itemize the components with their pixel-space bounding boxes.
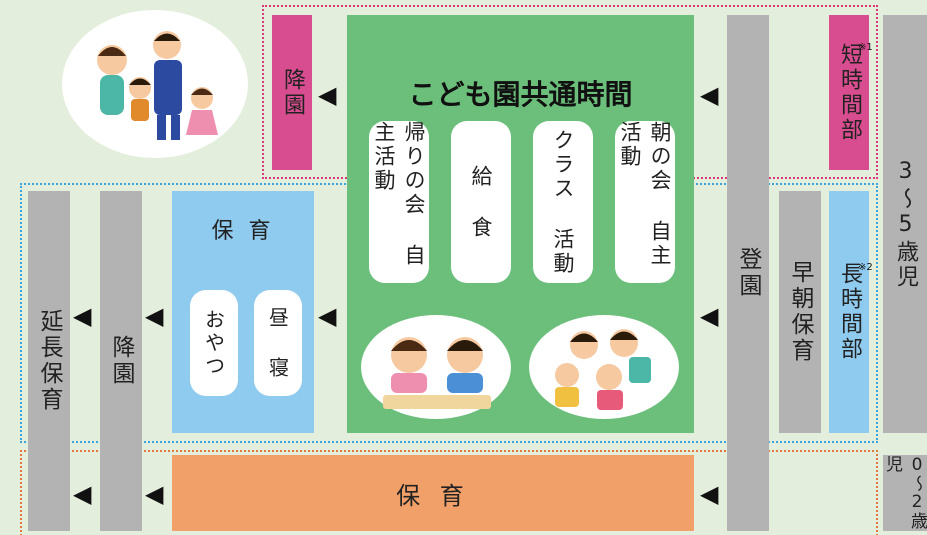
toen-bar: 登園 [727, 15, 769, 531]
nap-pill: 昼 寝 [254, 290, 302, 396]
age-3-5-bar: 3〜5歳児 [883, 15, 927, 433]
snack-pill: おやつ [190, 290, 238, 396]
short-time-note-mark: ※1 [858, 42, 873, 53]
arrow-left-icon: ◀ [73, 480, 92, 508]
arrow-left-icon: ◀ [700, 81, 719, 109]
age-0-2-group-outline [20, 450, 878, 535]
play-illustration [529, 315, 679, 419]
activity-class: クラス 活動 [533, 121, 593, 283]
arrow-left-icon: ◀ [318, 81, 337, 109]
activity-lunch: 給 食 [451, 121, 511, 283]
arrow-left-icon: ◀ [145, 302, 164, 330]
long-time-note-mark: ※2 [858, 262, 873, 273]
common-time-title: こども園共通時間 [408, 78, 633, 111]
activity-return-meeting: 帰りの会 自主活動 [369, 121, 429, 283]
arrow-left-icon: ◀ [73, 302, 92, 330]
arrow-left-icon: ◀ [700, 480, 719, 508]
family-illustration [62, 10, 248, 158]
care-box-title: 保 育 [211, 219, 275, 244]
arrow-left-icon: ◀ [145, 480, 164, 508]
extended-care-bar: 延長保育 [28, 191, 70, 531]
short-time-label-bar: 短時間部 [829, 15, 869, 170]
age-0-2-bar: 0〜2歳児 [882, 455, 927, 531]
arrow-left-icon: ◀ [318, 302, 337, 330]
early-care-bar: 早朝保育 [779, 191, 821, 433]
short-time-kouen-bar: 降園 [272, 15, 312, 170]
long-time-label-bar: 長時間部 [829, 191, 869, 433]
care-box: 保 育 おやつ 昼 寝 [172, 191, 314, 433]
activity-morning-meeting: 朝の会 自主活動 [615, 121, 675, 283]
long-time-kouen-bar: 降園 [100, 191, 142, 531]
short-time-kouen-label: 降園 [280, 67, 305, 118]
arrow-left-icon: ◀ [700, 302, 719, 330]
common-time-block: こども園共通時間 帰りの会 自主活動 給 食 クラス 活動 朝の会 自主活動 [347, 15, 694, 433]
bottom-care-bar: 保 育 [172, 455, 694, 531]
bottom-care-label: 保 育 [396, 481, 470, 510]
lunch-illustration [361, 315, 511, 419]
